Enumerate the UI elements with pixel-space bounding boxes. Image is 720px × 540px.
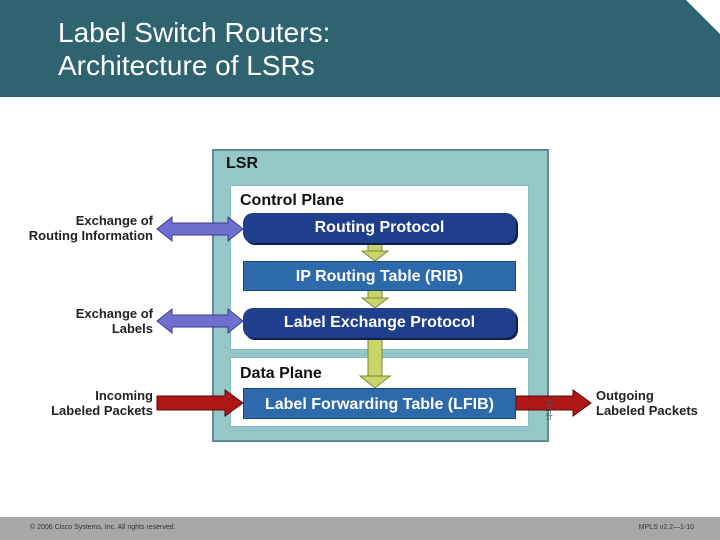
exchange-labels-line-1: Exchange of (75, 306, 153, 321)
slide-number: MPLS v2.2—1-10 (638, 524, 694, 531)
label-exchange-protocol-box: Label Exchange Protocol (243, 308, 516, 338)
copyright-text: © 2006 Cisco Systems, Inc. All rights re… (30, 524, 176, 531)
slide-footer (0, 517, 720, 540)
outgoing-packets-arrow (515, 389, 592, 417)
incoming-line-1: Incoming (95, 388, 153, 403)
rib-table-box: IP Routing Table (RIB) (243, 261, 516, 291)
incoming-packets-label: Incoming Labeled Packets (10, 388, 153, 418)
exchange-routing-arrow (156, 215, 244, 243)
lfib-table-box: Label Forwarding Table (LFIB) (243, 388, 516, 419)
flow-arrow-label-exchange-to-lfib (358, 337, 392, 389)
outgoing-packets-label: Outgoing Labeled Packets (596, 388, 716, 418)
header-corner-fold (686, 0, 720, 34)
data-plane-label: Data Plane (240, 365, 322, 382)
lsr-label: LSR (226, 155, 258, 172)
exchange-labels-label: Exchange of Labels (10, 306, 153, 336)
outgoing-line-2: Labeled Packets (596, 403, 698, 418)
flow-arrow-rib-to-label-exchange (360, 289, 390, 309)
incoming-line-2: Labeled Packets (51, 403, 153, 418)
exchange-routing-line-2: Routing Information (28, 228, 153, 243)
flow-arrow-routing-to-rib (360, 242, 390, 262)
title-line-1: Label Switch Routers: (58, 17, 331, 48)
exchange-routing-label: Exchange of Routing Information (10, 213, 153, 243)
figure-code: ЦЦЦЦ_ (546, 395, 553, 420)
control-plane-label: Control Plane (240, 192, 345, 209)
slide-title: Label Switch Routers: Architecture of LS… (58, 16, 618, 82)
exchange-labels-line-2: Labels (111, 321, 153, 336)
routing-protocol-box: Routing Protocol (243, 213, 516, 243)
incoming-packets-arrow (156, 389, 244, 417)
exchange-routing-line-1: Exchange of (75, 213, 153, 228)
slide-header (0, 0, 720, 97)
outgoing-line-1: Outgoing (596, 388, 654, 403)
title-line-2: Architecture of LSRs (58, 50, 315, 81)
exchange-labels-arrow (156, 307, 244, 335)
